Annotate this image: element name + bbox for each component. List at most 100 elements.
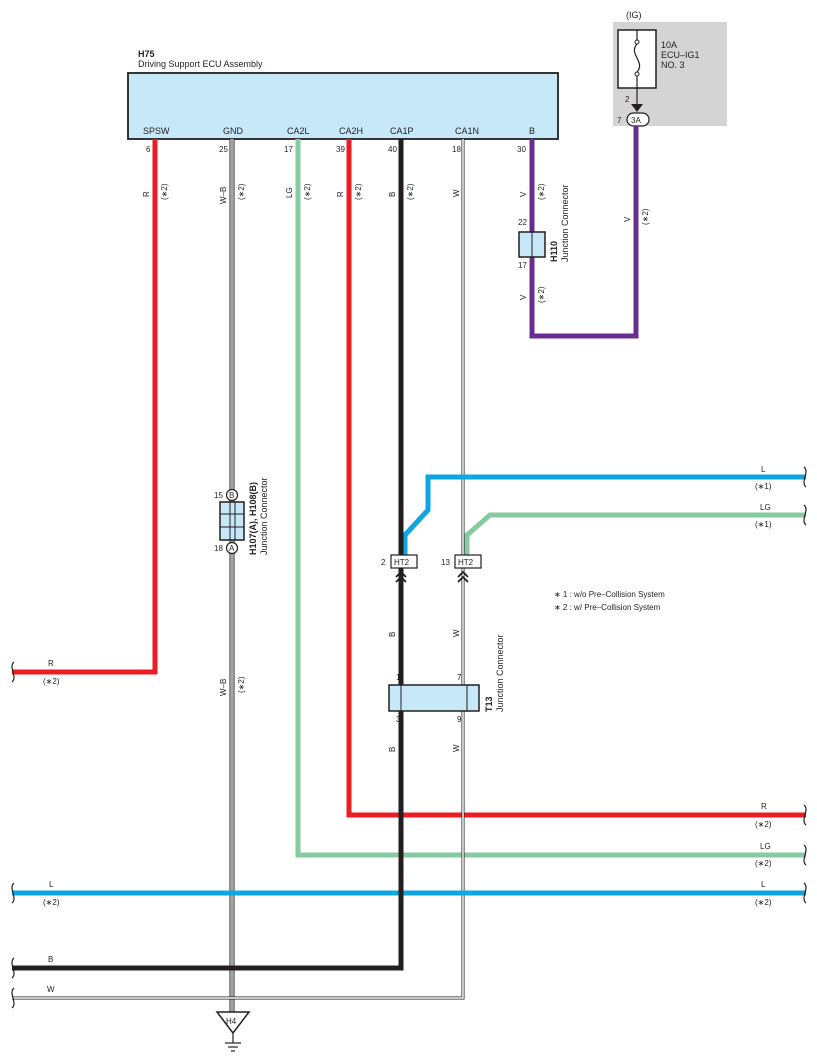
left-wire-1-color: R (48, 659, 54, 668)
fuse-wire-color: V (623, 216, 632, 222)
terminal-ca1n: CA1N (455, 126, 479, 136)
t13-upper-w-label: W (452, 629, 461, 637)
left-wire-3-color: B (48, 955, 53, 964)
label-spsw-color: R (142, 191, 151, 197)
label-ca2l-color: LG (285, 187, 294, 198)
h107-code: H107(A), H108(B) (248, 482, 258, 555)
t13-code: T13 (484, 696, 494, 712)
fuse-wire-note: (∗2) (641, 208, 650, 225)
t13-lower-w-label: W (452, 744, 461, 752)
h107-pin-top: 15 (214, 491, 223, 500)
terminal-gnd: GND (223, 126, 244, 136)
label-ca2l-note: (∗2) (303, 183, 312, 200)
ecu-box (127, 72, 559, 140)
ecu-wire-labels: R (∗2) W–B (∗2) LG (∗2) R (∗2) B (∗2) W … (142, 183, 546, 204)
terminal-b: B (529, 126, 535, 136)
h107-letter-top: B (229, 491, 234, 500)
label-spsw-note: (∗2) (160, 183, 169, 200)
t13-pin9: 9 (457, 715, 462, 724)
label-gnd-note: (∗2) (237, 183, 246, 200)
pin-25: 25 (219, 145, 228, 154)
fuse-ig-label: (IG) (626, 10, 642, 20)
fuse-pin2: 2 (625, 95, 630, 104)
terminal-ca1p: CA1P (390, 126, 414, 136)
fuse-name-1: ECU–IG1 (661, 50, 700, 60)
pin-17: 17 (284, 145, 293, 154)
left-wire-labels: R (∗2) L (∗2) B W (43, 659, 60, 994)
t13-lower-b-label: B (388, 747, 397, 752)
label-ca1p-note: (∗2) (406, 183, 415, 200)
h110-wire-note: (∗2) (537, 286, 546, 303)
right-wire-4-note: (∗2) (755, 859, 772, 868)
label-b-color: V (519, 191, 528, 197)
right-wire-3-color: R (761, 802, 767, 811)
fuse-rating: 10A (661, 40, 677, 50)
t13-pin1: 1 (396, 673, 401, 682)
h107-letter-bottom: A (229, 544, 235, 553)
h107-connector: 15 B 18 A H107(A), H108(B) Junction Conn… (214, 477, 269, 696)
fuse-arrow-icon (631, 104, 643, 112)
t13-pin3: 3 (396, 715, 401, 724)
label-ca2h-note: (∗2) (354, 183, 363, 200)
label-b-note: (∗2) (537, 183, 546, 200)
right-wire-3-note: (∗2) (755, 820, 772, 829)
h110-pin-bottom: 17 (518, 261, 527, 270)
ecu-terminals: SPSW GND CA2L CA2H CA1P CA1N B (143, 126, 535, 136)
right-wire-1-color: L (761, 465, 766, 474)
right-wire-2-color: LG (760, 503, 771, 512)
left-wire-2-color: L (49, 880, 54, 889)
wire-ca1p-black (12, 139, 404, 971)
legend-note-2: ∗ 2 : w/ Pre–Collision System (554, 603, 661, 612)
pin-18: 18 (452, 145, 461, 154)
h107-wire-note: (∗2) (237, 676, 246, 693)
h110-wire-color: V (519, 294, 528, 300)
h110-code: H110 (549, 241, 559, 262)
ecu-code: H75 (138, 49, 155, 59)
wire-ca1n-w (12, 139, 465, 1000)
terminal-ca2l: CA2L (287, 126, 310, 136)
ecu-name: Driving Support ECU Assembly (138, 59, 263, 69)
left-wire-4-color: W (47, 985, 55, 994)
right-wire-5-note: (∗2) (755, 898, 772, 907)
right-wire-labels: L (∗1) LG (∗1) R (∗2) LG (∗2) L (∗2) (755, 465, 772, 907)
wire-ends (11, 466, 807, 1009)
wire-ca2h-red (346, 139, 806, 818)
t13-connector: 1 7 3 9 T13 Junction Connector (388, 634, 505, 724)
fuse-name-2: NO. 3 (661, 60, 685, 70)
wire-spsw-red (12, 139, 158, 675)
left-wire-2-note: (∗2) (43, 898, 60, 907)
label-ca1p-color: B (388, 192, 397, 197)
right-wire-2-note: (∗1) (755, 520, 772, 529)
h107-name: Junction Connector (259, 477, 269, 555)
ground-label: H4 (226, 1017, 237, 1026)
terminal-ca2h: CA2H (339, 126, 363, 136)
terminal-spsw: SPSW (143, 126, 170, 136)
wire-ca2l-lg (295, 139, 806, 858)
pin-39: 39 (336, 145, 345, 154)
ht2-pin-left: 2 (381, 558, 386, 567)
fuse-pin7: 7 (617, 116, 622, 125)
h110-connector: 22 17 H110 Junction Connector V (∗2) (518, 184, 570, 303)
wire-lg-upper (464, 512, 806, 555)
label-ca2h-color: R (336, 191, 345, 197)
fuse-connector-label: 3A (631, 116, 641, 125)
ht2-label-left: HT2 (394, 558, 410, 567)
ecu-pins: 6 25 17 39 40 18 30 (146, 145, 526, 154)
ht2-pin-right: 13 (441, 558, 450, 567)
pin-30: 30 (517, 145, 526, 154)
pin-40: 40 (388, 145, 397, 154)
t13-pin7: 7 (457, 673, 462, 682)
label-gnd-color: W–B (219, 187, 228, 204)
h110-name: Junction Connector (560, 184, 570, 262)
right-wire-1-note: (∗1) (755, 482, 772, 491)
ht2-label-right: HT2 (458, 558, 474, 567)
t13-upper-b-label: B (388, 632, 397, 637)
ground-h4: H4 (215, 1011, 251, 1052)
h107-pin-bottom: 18 (214, 544, 223, 553)
h110-pin-top: 22 (518, 218, 527, 227)
h107-wire-color: W–B (219, 679, 228, 696)
wire-b-purple (529, 126, 639, 339)
label-ca1n-color: W (452, 189, 461, 197)
right-wire-4-color: LG (760, 842, 771, 851)
